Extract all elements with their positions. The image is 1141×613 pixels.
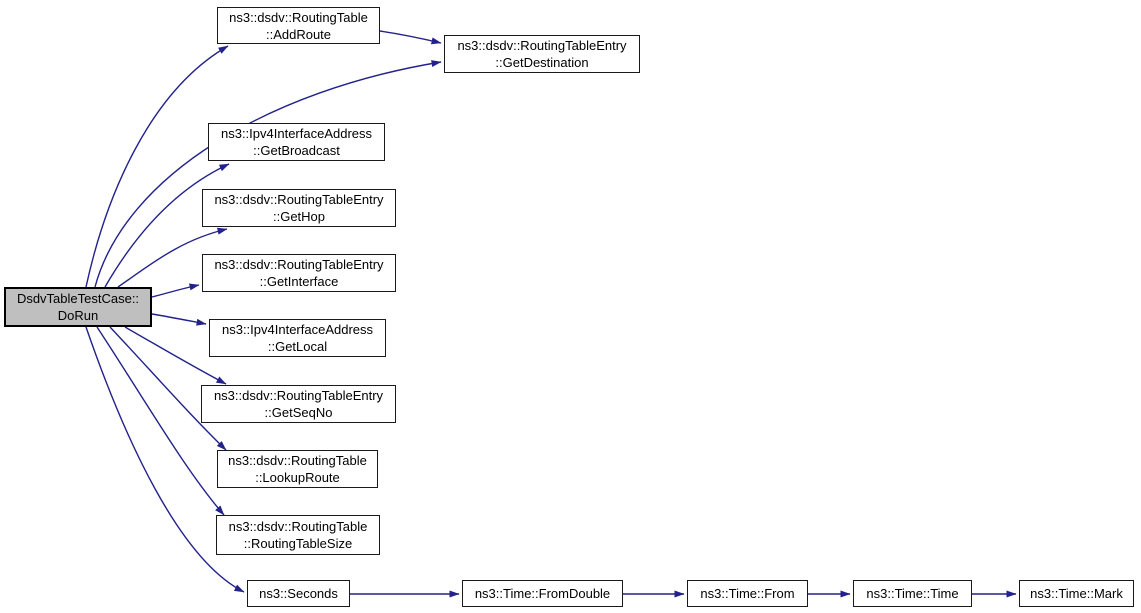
node-label-line: ns3::dsdv::RoutingTable	[229, 9, 368, 25]
graph-node-dorun[interactable]: DsdvTableTestCase::DoRun	[4, 287, 152, 327]
edge-dorun-to-addroute	[85, 45, 229, 288]
node-label-line: ns3::Ipv4InterfaceAddress	[220, 126, 373, 141]
graph-node-getinterface[interactable]: ns3::dsdv::RoutingTableEntry::GetInterfa…	[202, 254, 396, 292]
edges	[85, 30, 1017, 598]
graph-node-lookuproute[interactable]: ns3::dsdv::RoutingTable::LookupRoute	[217, 450, 378, 488]
node-label-line: ns3::Ipv4InterfaceAddress	[221, 322, 374, 337]
graph-node-getdestination[interactable]: ns3::dsdv::RoutingTableEntry::GetDestina…	[444, 35, 640, 73]
node-label-line: ns3::dsdv::RoutingTableEntry	[214, 192, 384, 207]
graph-node-getseqno[interactable]: ns3::dsdv::RoutingTableEntry::GetSeqNo	[201, 385, 396, 423]
edge-dorun-to-getlocal	[151, 313, 207, 326]
node-label-line: ns3::Time::FromDouble	[474, 586, 611, 601]
node-label-line: ns3::Time::From	[700, 586, 795, 601]
node-label-line: ::GetSeqNo	[264, 405, 333, 420]
node-label-line: ::LookupRoute	[255, 470, 340, 485]
graph-node-addroute[interactable]: ns3::dsdv::RoutingTable::AddRoute	[217, 7, 380, 44]
node-label-line: DsdvTableTestCase::	[16, 291, 140, 306]
node-label-line: ns3::dsdv::RoutingTableEntry	[214, 257, 384, 272]
node-label-line: ns3::Time::Time	[866, 586, 959, 601]
node-label-line: ::GetBroadcast	[253, 143, 340, 158]
node-label-line: ::GetDestination	[495, 55, 589, 70]
node-label-line: ::GetInterface	[259, 274, 339, 289]
graph-node-gethop[interactable]: ns3::dsdv::RoutingTableEntry::GetHop	[202, 189, 396, 227]
node-label-line: ns3::Seconds	[259, 586, 338, 601]
graph-node-from[interactable]: ns3::Time::From	[687, 580, 808, 607]
graph-node-time[interactable]: ns3::Time::Time	[853, 580, 972, 607]
graph-node-mark[interactable]: ns3::Time::Mark	[1019, 580, 1134, 607]
node-label-line: ns3::dsdv::RoutingTableEntry	[457, 38, 627, 53]
node-label-line: ::GetLocal	[267, 339, 328, 354]
graph-node-fromdouble[interactable]: ns3::Time::FromDouble	[462, 580, 623, 607]
node-label-line: ::RoutingTableSize	[243, 536, 353, 551]
node-label-line: DoRun	[57, 308, 99, 323]
node-label-line: ns3::dsdv::RoutingTable	[228, 519, 368, 534]
graph-node-routingtablesize[interactable]: ns3::dsdv::RoutingTable::RoutingTableSiz…	[216, 515, 380, 555]
node-label-line: ns3::Time::Mark	[1030, 586, 1123, 601]
node-label-line: ::GetHop	[272, 209, 326, 224]
graph-node-getbroadcast[interactable]: ns3::Ipv4InterfaceAddress::GetBroadcast	[208, 123, 385, 161]
node-label-line: ::AddRoute	[265, 26, 332, 42]
node-label-line: ns3::dsdv::RoutingTableEntry	[213, 388, 384, 403]
node-label-line: ns3::dsdv::RoutingTable	[228, 453, 367, 468]
edge-dorun-to-getinterface	[151, 283, 200, 298]
graph-node-seconds[interactable]: ns3::Seconds	[247, 580, 350, 607]
edge-addroute-to-getdestination	[379, 30, 442, 45]
graph-node-getlocal[interactable]: ns3::Ipv4InterfaceAddress::GetLocal	[209, 319, 386, 357]
